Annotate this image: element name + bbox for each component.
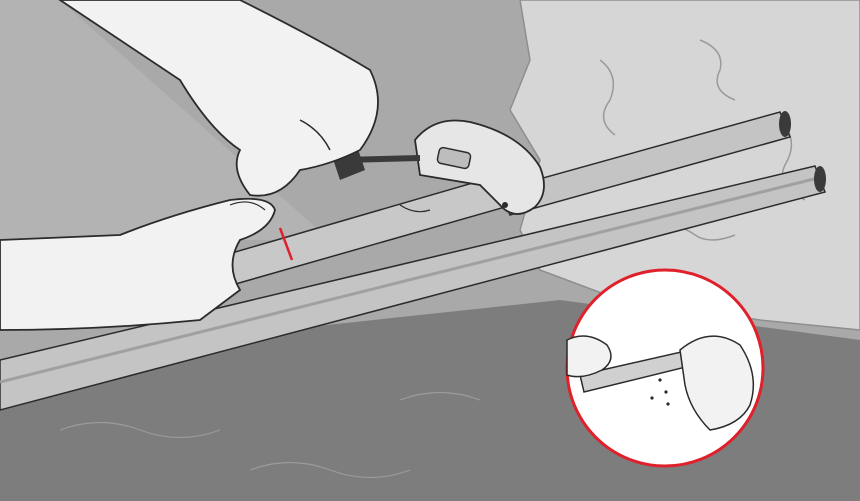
- detail-right-hand: [679, 335, 755, 431]
- rock-crack: [599, 59, 616, 136]
- detail-magnifier-icon: [565, 268, 765, 468]
- detail-left-hand: [566, 335, 612, 378]
- ground-texture: [249, 461, 411, 479]
- front-pipe: [0, 165, 827, 411]
- right-hand-icon: [58, 0, 379, 197]
- rock-crack: [699, 39, 736, 101]
- ground-texture: [59, 421, 221, 439]
- pipe-cutter-icon: [330, 119, 545, 215]
- left-hand-icon: [0, 197, 276, 331]
- ground-texture: [399, 391, 481, 401]
